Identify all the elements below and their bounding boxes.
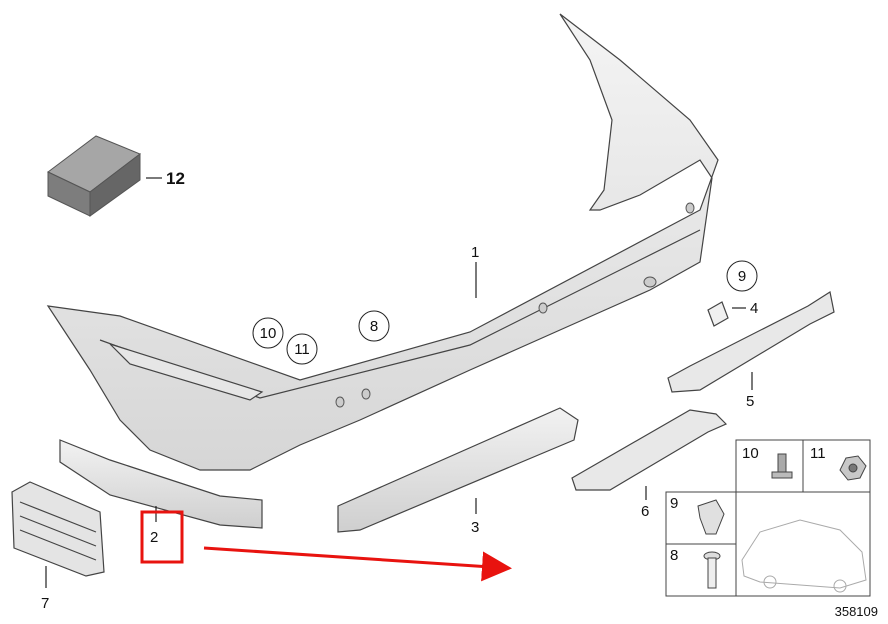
part-3-right-trim-strip (337, 407, 579, 533)
callout-4: 4 (750, 300, 758, 317)
callout-3: 3 (471, 519, 479, 536)
circled-callout-10: 10 (260, 325, 277, 342)
legend-label-8: 8 (670, 547, 678, 564)
callout-2: 2 (150, 529, 158, 546)
callout-7: 7 (41, 595, 49, 612)
callout-labels: 12 1 2 3 4 5 6 7 (41, 169, 758, 612)
clip-icon (697, 499, 725, 535)
circled-callouts: 10 11 8 9 (252, 260, 758, 365)
rivet-icon (703, 551, 721, 589)
diagram-part-number: 358109 (835, 604, 878, 619)
part-4-clip (707, 301, 729, 327)
callout-12: 12 (166, 169, 185, 188)
part-12-grease-block (47, 135, 141, 217)
circled-callout-8: 8 (370, 318, 378, 335)
part-7-grille (11, 481, 105, 577)
highlight-box (140, 510, 184, 564)
part-2-left-trim-strip (59, 439, 263, 529)
circled-callout-11: 11 (294, 341, 310, 358)
leader-lines (45, 177, 753, 588)
callout-1: 1 (471, 244, 479, 261)
callout-6: 6 (641, 503, 649, 520)
highlight-arrow (203, 546, 512, 582)
car-silhouette-icon (741, 519, 867, 593)
callout-5: 5 (746, 393, 754, 410)
circled-callout-9: 9 (738, 268, 746, 285)
legend-label-9: 9 (670, 495, 678, 512)
nut-icon (839, 455, 867, 481)
legend-table: 10 11 9 8 (665, 439, 871, 597)
part-6-bracket (571, 409, 728, 491)
legend-label-10: 10 (742, 445, 759, 462)
highlight-annotation (140, 510, 512, 582)
bolt-icon (771, 453, 793, 479)
part-5-bracket (667, 291, 835, 393)
legend-label-11: 11 (810, 445, 826, 462)
rear-bumper-trim-panel (46, 13, 719, 471)
